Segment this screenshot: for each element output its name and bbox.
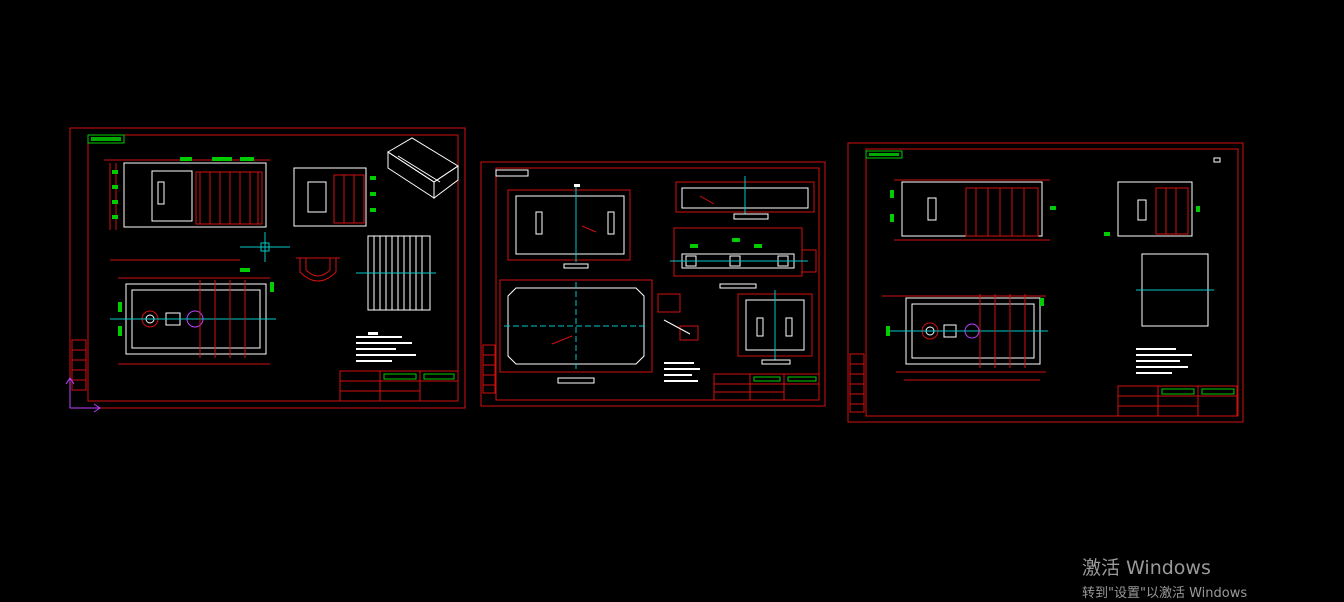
drawing-sheet-1[interactable] bbox=[65, 127, 466, 413]
sheet3-plate-view bbox=[1136, 253, 1214, 327]
sheet2-bracket-view bbox=[737, 290, 813, 365]
sheet3-notes bbox=[1136, 348, 1192, 374]
sheet1-title-block bbox=[339, 370, 459, 402]
watermark-subtitle: 转到"设置"以激活 Windows bbox=[1082, 586, 1248, 601]
sheet1-top-view bbox=[110, 259, 276, 365]
sheet1-section-detail bbox=[296, 257, 340, 282]
drawing-sheet-2[interactable] bbox=[480, 161, 826, 407]
sheet2-channel-view bbox=[670, 227, 817, 289]
windows-activation-watermark: 激活 Windows 转到"设置"以激活 Windows bbox=[1082, 556, 1247, 602]
watermark-title: 激活 Windows bbox=[1082, 557, 1211, 579]
sheet2-notes bbox=[664, 362, 700, 382]
sheet2-small-detail bbox=[657, 293, 699, 341]
sheet3-side-view bbox=[1104, 181, 1200, 237]
drawing-sheet-3[interactable] bbox=[847, 142, 1244, 423]
sheet3-title-block bbox=[1117, 385, 1238, 417]
sheet1-fin-view bbox=[356, 235, 436, 311]
sheet2-panel-view bbox=[507, 184, 631, 269]
sheet1-side-view bbox=[293, 167, 376, 227]
ucs-icon bbox=[65, 377, 101, 413]
sheet1-isometric-view bbox=[387, 137, 459, 199]
sheet3-top-view bbox=[882, 294, 1048, 381]
sheet1-notes bbox=[356, 332, 416, 362]
crosshair-cursor-icon bbox=[240, 232, 290, 262]
sheet2-flat-pattern bbox=[499, 279, 653, 384]
sheet2-strip-view bbox=[675, 176, 815, 220]
sheet1-front-view bbox=[104, 157, 270, 230]
sheet3-front-view bbox=[890, 179, 1056, 241]
sheet2-title-block bbox=[713, 373, 820, 401]
